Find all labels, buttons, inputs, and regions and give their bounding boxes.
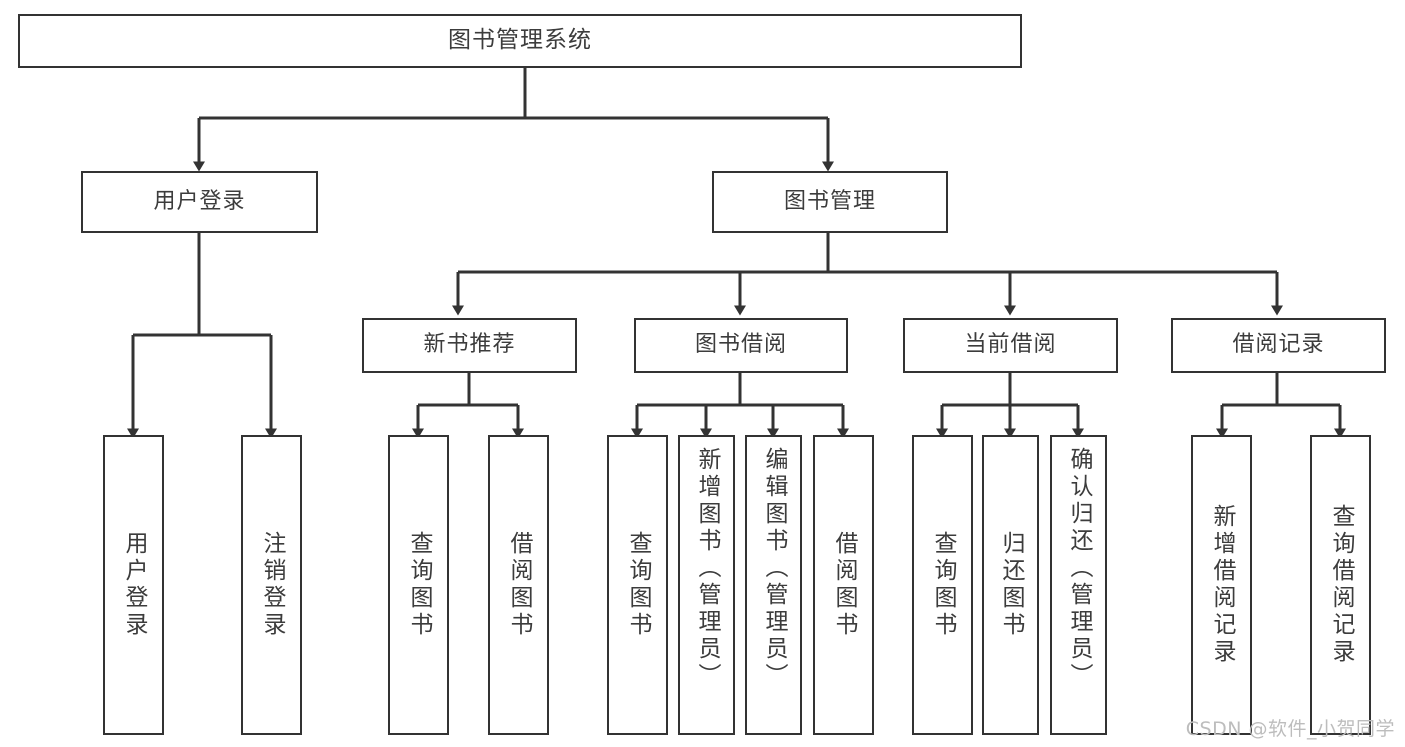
node-book-management[interactable]: 图书管理 [712,171,948,233]
node-label: 用户登录 [153,188,246,214]
leaf-new-book-query-book[interactable]: 查询图书 [388,435,449,735]
csdn-watermark: CSDN @软件_小贺同学 [1185,718,1395,740]
node-label: 图书借阅 [694,332,787,358]
leaf-current-borrow-confirm-return-admin[interactable]: 确认归还（管理员） [1050,435,1107,735]
leaf-book-borrow-borrow-book[interactable]: 借阅图书 [813,435,874,735]
node-label: 用户登录 [121,531,147,639]
leaf-borrow-record-query-record[interactable]: 查询借阅记录 [1310,435,1371,735]
node-root-library-system[interactable]: 图书管理系统 [18,14,1022,68]
node-label: 图书管理 [783,188,876,214]
node-label: 确认归还（管理员） [1066,447,1092,690]
node-label: 编辑图书（管理员） [761,447,787,690]
leaf-user-login[interactable]: 用户登录 [103,435,164,735]
leaf-book-borrow-add-book-admin[interactable]: 新增图书（管理员） [678,435,735,735]
leaf-current-borrow-return-book[interactable]: 归还图书 [982,435,1039,735]
leaf-book-borrow-query-book[interactable]: 查询图书 [607,435,668,735]
node-label: 图书管理系统 [448,27,592,54]
node-current-borrow[interactable]: 当前借阅 [903,318,1118,373]
node-label: 当前借阅 [964,332,1057,358]
node-new-book-recommend[interactable]: 新书推荐 [362,318,577,373]
node-label: 查询图书 [930,531,956,639]
node-book-borrow[interactable]: 图书借阅 [634,318,848,373]
leaf-book-borrow-edit-book-admin[interactable]: 编辑图书（管理员） [745,435,802,735]
leaf-logout-login[interactable]: 注销登录 [241,435,302,735]
node-label: 新书推荐 [423,332,516,358]
node-user-login[interactable]: 用户登录 [81,171,318,233]
node-label: 归还图书 [998,531,1024,639]
leaf-borrow-record-add-record[interactable]: 新增借阅记录 [1191,435,1252,735]
node-label: 查询图书 [625,531,651,639]
leaf-current-borrow-query-book[interactable]: 查询图书 [912,435,973,735]
node-label: 注销登录 [259,531,285,639]
node-label: 借阅图书 [506,531,532,639]
node-label: 新增借阅记录 [1209,504,1235,666]
node-label: 查询借阅记录 [1328,504,1354,666]
leaf-new-book-borrow-book[interactable]: 借阅图书 [488,435,549,735]
node-label: 借阅记录 [1232,332,1325,358]
node-borrow-record[interactable]: 借阅记录 [1171,318,1386,373]
node-label: 查询图书 [406,531,432,639]
node-label: 借阅图书 [831,531,857,639]
node-label: 新增图书（管理员） [694,447,720,690]
